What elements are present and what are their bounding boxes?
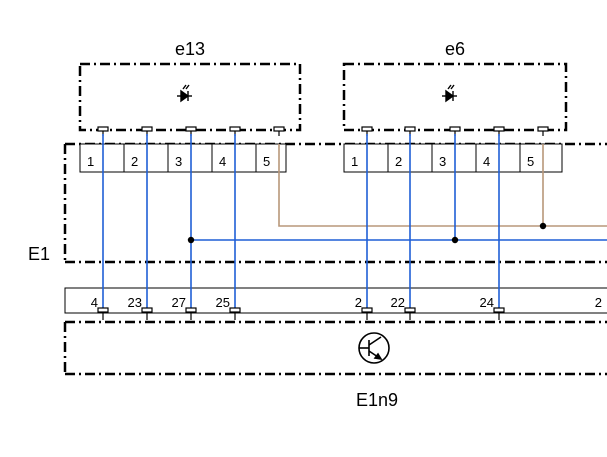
pin-stub (229, 307, 241, 313)
pin-stub (404, 126, 416, 132)
connector-pin-label: 2 (395, 154, 402, 169)
connector-pin-label: 3 (439, 154, 446, 169)
e1n9-boundary (63, 320, 607, 376)
pin-stub (97, 126, 109, 132)
connector-pin-label: 27 (172, 295, 186, 310)
pin-stub (361, 307, 373, 313)
connector-pin-label: 2 (355, 295, 362, 310)
e13-connector-strip (79, 143, 287, 173)
pin-stub (361, 126, 373, 132)
junction-dot (187, 236, 195, 244)
junction-dot (539, 222, 547, 230)
pin-stub (537, 126, 549, 132)
pin-stub (493, 307, 505, 313)
pin-stub (141, 126, 153, 132)
led-icon (177, 84, 192, 103)
pin-labels: 1 2 3 4 5 1 2 3 4 5 (87, 144, 534, 172)
connector-pin-label: 1 (351, 154, 358, 169)
connector-pin-label: 23 (128, 295, 142, 310)
connector-pin-label: 3 (175, 154, 182, 169)
e1n9-label: E1n9 (356, 390, 398, 410)
wires-blue (102, 134, 607, 308)
component-pin-stubs (97, 126, 549, 136)
pin-stub (493, 126, 505, 132)
connector-pin-label: 4 (219, 154, 226, 169)
e1-label: E1 (28, 244, 50, 264)
connector-pin-label: 4 (483, 154, 490, 169)
pin-stub (449, 126, 461, 132)
transistor-icon (358, 332, 390, 364)
connector-pin-label: 2 (595, 295, 602, 310)
connector-pin-label: 25 (216, 295, 230, 310)
pin-stub (404, 307, 416, 313)
e1n9-connector-strip (64, 287, 607, 314)
connector-pin-label: 5 (527, 154, 534, 169)
e6-label: e6 (445, 39, 465, 59)
e13-label: e13 (175, 39, 205, 59)
pin-stub (273, 126, 285, 132)
e6-box (342, 62, 568, 132)
e6-connector-strip (343, 143, 563, 173)
pin-stub (185, 126, 197, 132)
led-icon (442, 84, 457, 103)
connector-pin-label: 4 (91, 295, 98, 310)
connector-pin-label: 5 (263, 154, 270, 169)
connector-pin-label: 1 (87, 154, 94, 169)
e13-box (78, 62, 302, 132)
connector-pin-label: 22 (391, 295, 405, 310)
pin-stub (97, 307, 109, 313)
pin-stub (141, 307, 153, 313)
pin-stub (185, 307, 197, 313)
wire-brown (278, 144, 607, 227)
connector-pin-label: 2 (131, 154, 138, 169)
junction-dot (451, 236, 459, 244)
pin-stub (229, 126, 241, 132)
connector-pin-label: 24 (480, 295, 494, 310)
